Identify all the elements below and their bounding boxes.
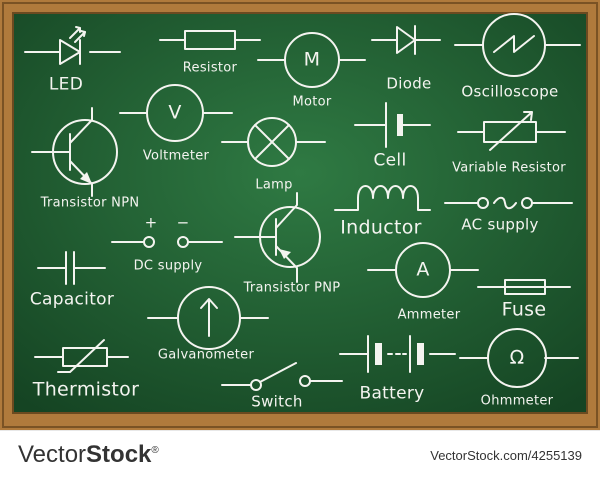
voltmeter-symbol <box>119 84 233 142</box>
voltmeter-letter: V <box>168 101 182 124</box>
chalkboard: M V A Ω + − LED Resistor Motor Diode Osc… <box>0 0 600 430</box>
capacitor-symbol <box>37 251 106 285</box>
transistor-npn-label: Transistor NPN <box>40 195 140 211</box>
transistor-pnp-symbol <box>234 192 321 283</box>
transistor-pnp-label: Transistor PNP <box>243 280 341 296</box>
battery-label: Battery <box>359 383 425 404</box>
battery-symbol <box>339 335 456 373</box>
dc-plus-sign: + <box>144 213 158 232</box>
ammeter-symbol <box>367 242 479 298</box>
cell-label: Cell <box>373 150 407 171</box>
motor-label: Motor <box>292 94 332 110</box>
dc-supply-symbol <box>111 236 223 248</box>
chalkboard-drawing <box>0 0 600 430</box>
dc-minus-sign: − <box>176 213 190 232</box>
ohmmeter-letter: Ω <box>509 346 525 369</box>
resistor-label: Resistor <box>182 60 238 76</box>
dc-supply-label: DC supply <box>133 258 203 274</box>
motor-letter: M <box>303 48 321 71</box>
ohmmeter-symbol <box>459 328 579 388</box>
ammeter-letter: A <box>416 258 430 281</box>
oscilloscope-label: Oscilloscope <box>461 82 559 101</box>
capacitor-label: Capacitor <box>29 289 115 310</box>
watermark-footer: VectorStock® VectorStock.com/4255139 <box>0 430 600 478</box>
led-label: LED <box>48 74 84 95</box>
diode-symbol <box>371 25 441 55</box>
cell-symbol <box>354 102 431 148</box>
vectorstock-logo: VectorStock® <box>18 441 159 468</box>
variable-resistor-label: Variable Resistor <box>452 160 566 176</box>
fuse-symbol <box>477 279 571 295</box>
ac-supply-label: AC supply <box>461 215 539 234</box>
voltmeter-label: Voltmeter <box>142 148 210 164</box>
resistor-symbol <box>159 30 261 50</box>
switch-label: Switch <box>251 392 303 411</box>
led-symbol <box>24 26 121 65</box>
thermistor-symbol <box>34 339 129 373</box>
galvanometer-symbol <box>147 286 269 350</box>
transistor-npn-symbol <box>31 107 118 197</box>
inductor-symbol <box>334 185 431 211</box>
switch-symbol <box>221 362 343 391</box>
galvanometer-label: Galvanometer <box>157 347 255 363</box>
lamp-label: Lamp <box>255 177 293 193</box>
lamp-symbol <box>221 117 326 167</box>
ohmmeter-label: Ohmmeter <box>480 393 554 409</box>
thermistor-label: Thermistor <box>32 378 140 401</box>
inductor-label: Inductor <box>340 216 422 239</box>
ammeter-label: Ammeter <box>397 307 461 323</box>
fuse-label: Fuse <box>501 298 547 321</box>
oscilloscope-symbol <box>454 13 581 77</box>
variable-resistor-symbol <box>457 111 566 151</box>
stock-id: VectorStock.com/4255139 <box>430 448 582 463</box>
diode-label: Diode <box>386 74 432 93</box>
motor-symbol <box>257 32 366 88</box>
ac-supply-symbol <box>444 196 573 210</box>
